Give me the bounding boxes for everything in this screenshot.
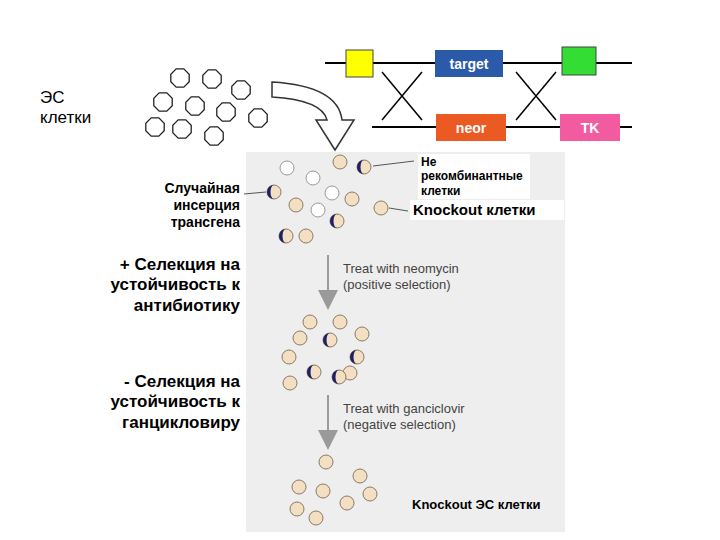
es-cell [171,69,189,87]
crossover [516,72,556,120]
knockout-cell [289,198,303,212]
homology-arm [562,47,596,75]
random-insertion-cell [323,333,337,347]
knockout-cell [374,201,388,215]
step-arrow [327,255,329,300]
non-recombinant-cell [311,203,325,217]
non-recombinant-cell [280,161,294,175]
box-text: TK [581,120,600,136]
crossover [382,72,422,120]
knockout-cell [293,331,307,345]
step-label: + Селекция на устойчивость к антибиотику [58,255,240,316]
es-cell [232,81,250,99]
es-cell [217,103,235,121]
random-insertion-cell [267,185,281,199]
knockout-cell [290,502,304,516]
cell-crescent [330,214,337,228]
es-cell [203,70,221,88]
step-note: Treat with neomycin (positive selection) [343,261,493,292]
result-label: Knockout ЭС клетки [412,497,562,513]
knockout-cell [340,496,354,510]
es-cell [173,120,191,138]
knockout-cell [363,487,377,501]
knockout-cell [303,315,317,329]
callout-label: Не рекомбинантные клетки [418,154,530,199]
knockout-cell [353,469,367,483]
marker-box: neor [436,114,506,141]
cell-crescent [267,185,274,199]
es-cell [186,97,204,115]
random-insertion-cell [307,365,321,379]
es-cell [205,127,223,145]
callout-label: Случайная инсерция трансгена [128,180,240,230]
cell-crescent [323,333,330,347]
random-insertion-cell [279,229,293,243]
curved-arrow [272,82,354,150]
random-insertion-cell [350,350,364,364]
panel-ground [246,152,565,532]
step-arrow [327,395,329,440]
step-label: - Селекция на устойчивость к ганцикловир… [58,372,240,433]
knockout-cell [333,155,347,169]
marker-box: TK [560,114,620,141]
cell-crescent [350,350,357,364]
es-cell [154,93,172,111]
cell-crescent [357,160,364,174]
cell-crescent [279,229,286,243]
knockout-cell [319,455,333,469]
knockout-cell [316,484,330,498]
step-note: Treat with ganciclovir (negative selecti… [343,401,493,432]
non-recombinant-cell [306,171,320,185]
random-insertion-cell [330,214,344,228]
cell-label: ЭС клетки [40,88,112,129]
knockout-cell [292,480,306,494]
es-cells [146,69,267,145]
es-cell [249,109,267,127]
leader-line [389,208,408,211]
crossover [516,72,556,120]
non-recombinant-cell [325,186,339,200]
callout-label: Knockout клетки [410,200,564,220]
cells [267,155,388,525]
random-insertion-cell [332,370,346,384]
cell-crescent [332,370,339,384]
crossover [382,72,422,120]
es-cell [146,118,164,136]
box-text: target [450,56,489,72]
leader-line [244,192,266,194]
knockout-cell [333,315,347,329]
homology-arm [346,50,373,77]
knockout-cell [345,192,359,206]
gene-box: target [435,50,503,77]
leader-line [373,161,414,166]
box-text: neor [456,120,486,136]
knockout-cell [282,350,296,364]
knockout-cell [299,229,313,243]
knockout-cell [355,327,369,341]
random-insertion-cell [357,160,371,174]
knockout-cell [309,511,323,525]
knockout-cell [283,376,297,390]
cell-crescent [307,365,314,379]
